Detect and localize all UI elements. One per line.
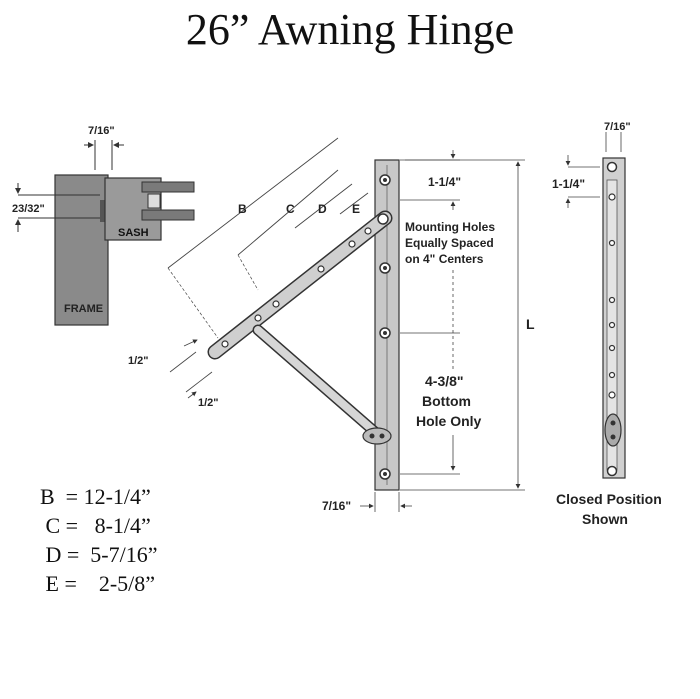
right-top-dim: 7/16"	[604, 121, 631, 133]
frame-label: FRAME	[64, 303, 103, 315]
length-label: L	[526, 316, 535, 332]
legend-row-c: C = 8-1/4”	[40, 513, 151, 538]
mounting-text-2: Equally Spaced	[405, 236, 494, 250]
half-dim-upper: 1/2"	[128, 355, 149, 367]
closed-hinge-detail: 7/16" 1-1/4" Closed Position Shown	[552, 121, 662, 527]
bottom-dim-text-1: 4-3/8"	[425, 373, 464, 389]
arm-label-c: C	[286, 202, 295, 216]
arm-label-d: D	[318, 202, 327, 216]
closed-caption-1: Closed Position	[556, 491, 662, 507]
frame-block	[54, 174, 109, 326]
frame-slot	[100, 200, 108, 222]
mounting-text-3: on 4" Centers	[405, 252, 484, 266]
mounting-text-1: Mounting Holes	[405, 220, 495, 234]
closed-shoe	[604, 413, 622, 447]
bottom-dim-text-3: Hole Only	[416, 413, 482, 429]
closed-holes	[606, 161, 618, 477]
track-mounting-holes	[379, 174, 391, 480]
open-hinge-detail: B C D E 1/2" 1/2" 1-1/4" Mounting Holes …	[128, 137, 535, 513]
arm-label-e: E	[352, 202, 360, 216]
dim-b	[167, 137, 339, 269]
shoe	[362, 427, 392, 445]
sash-hole	[147, 193, 161, 209]
sash-label: SASH	[118, 227, 149, 239]
frame-sash-detail: 7/16" 23/32" SASH FRAME	[12, 125, 195, 326]
legend-row-b: B = 12-1/4”	[40, 484, 151, 509]
closed-caption-2: Shown	[582, 511, 628, 527]
main-arm	[209, 212, 391, 358]
bottom-dim-text-2: Bottom	[422, 393, 471, 409]
half-dim-lower: 1/2"	[198, 397, 219, 409]
page-title: 26” Awning Hinge	[185, 5, 515, 54]
right-side-dim: 1-1/4"	[552, 177, 585, 191]
center-top-dim: 1-1/4"	[428, 175, 461, 189]
arm-holes	[221, 213, 389, 348]
legend-row-e: E = 2-5/8”	[40, 571, 156, 596]
left-top-dim: 7/16"	[88, 125, 115, 137]
sash-rail-bottom	[141, 209, 195, 221]
dimension-legend: B = 12-1/4” C = 8-1/4” D = 5-7/16” E = 2…	[40, 482, 158, 598]
legend-row-d: D = 5-7/16”	[40, 542, 158, 567]
dim-e	[339, 192, 369, 215]
support-arm	[254, 326, 379, 436]
center-bottom-dim: 7/16"	[322, 499, 351, 513]
sash-rail-top	[141, 181, 195, 193]
dim-d	[294, 183, 353, 229]
left-side-dim: 23/32"	[12, 203, 45, 215]
dim-c	[237, 169, 339, 256]
arm-label-b: B	[238, 202, 247, 216]
